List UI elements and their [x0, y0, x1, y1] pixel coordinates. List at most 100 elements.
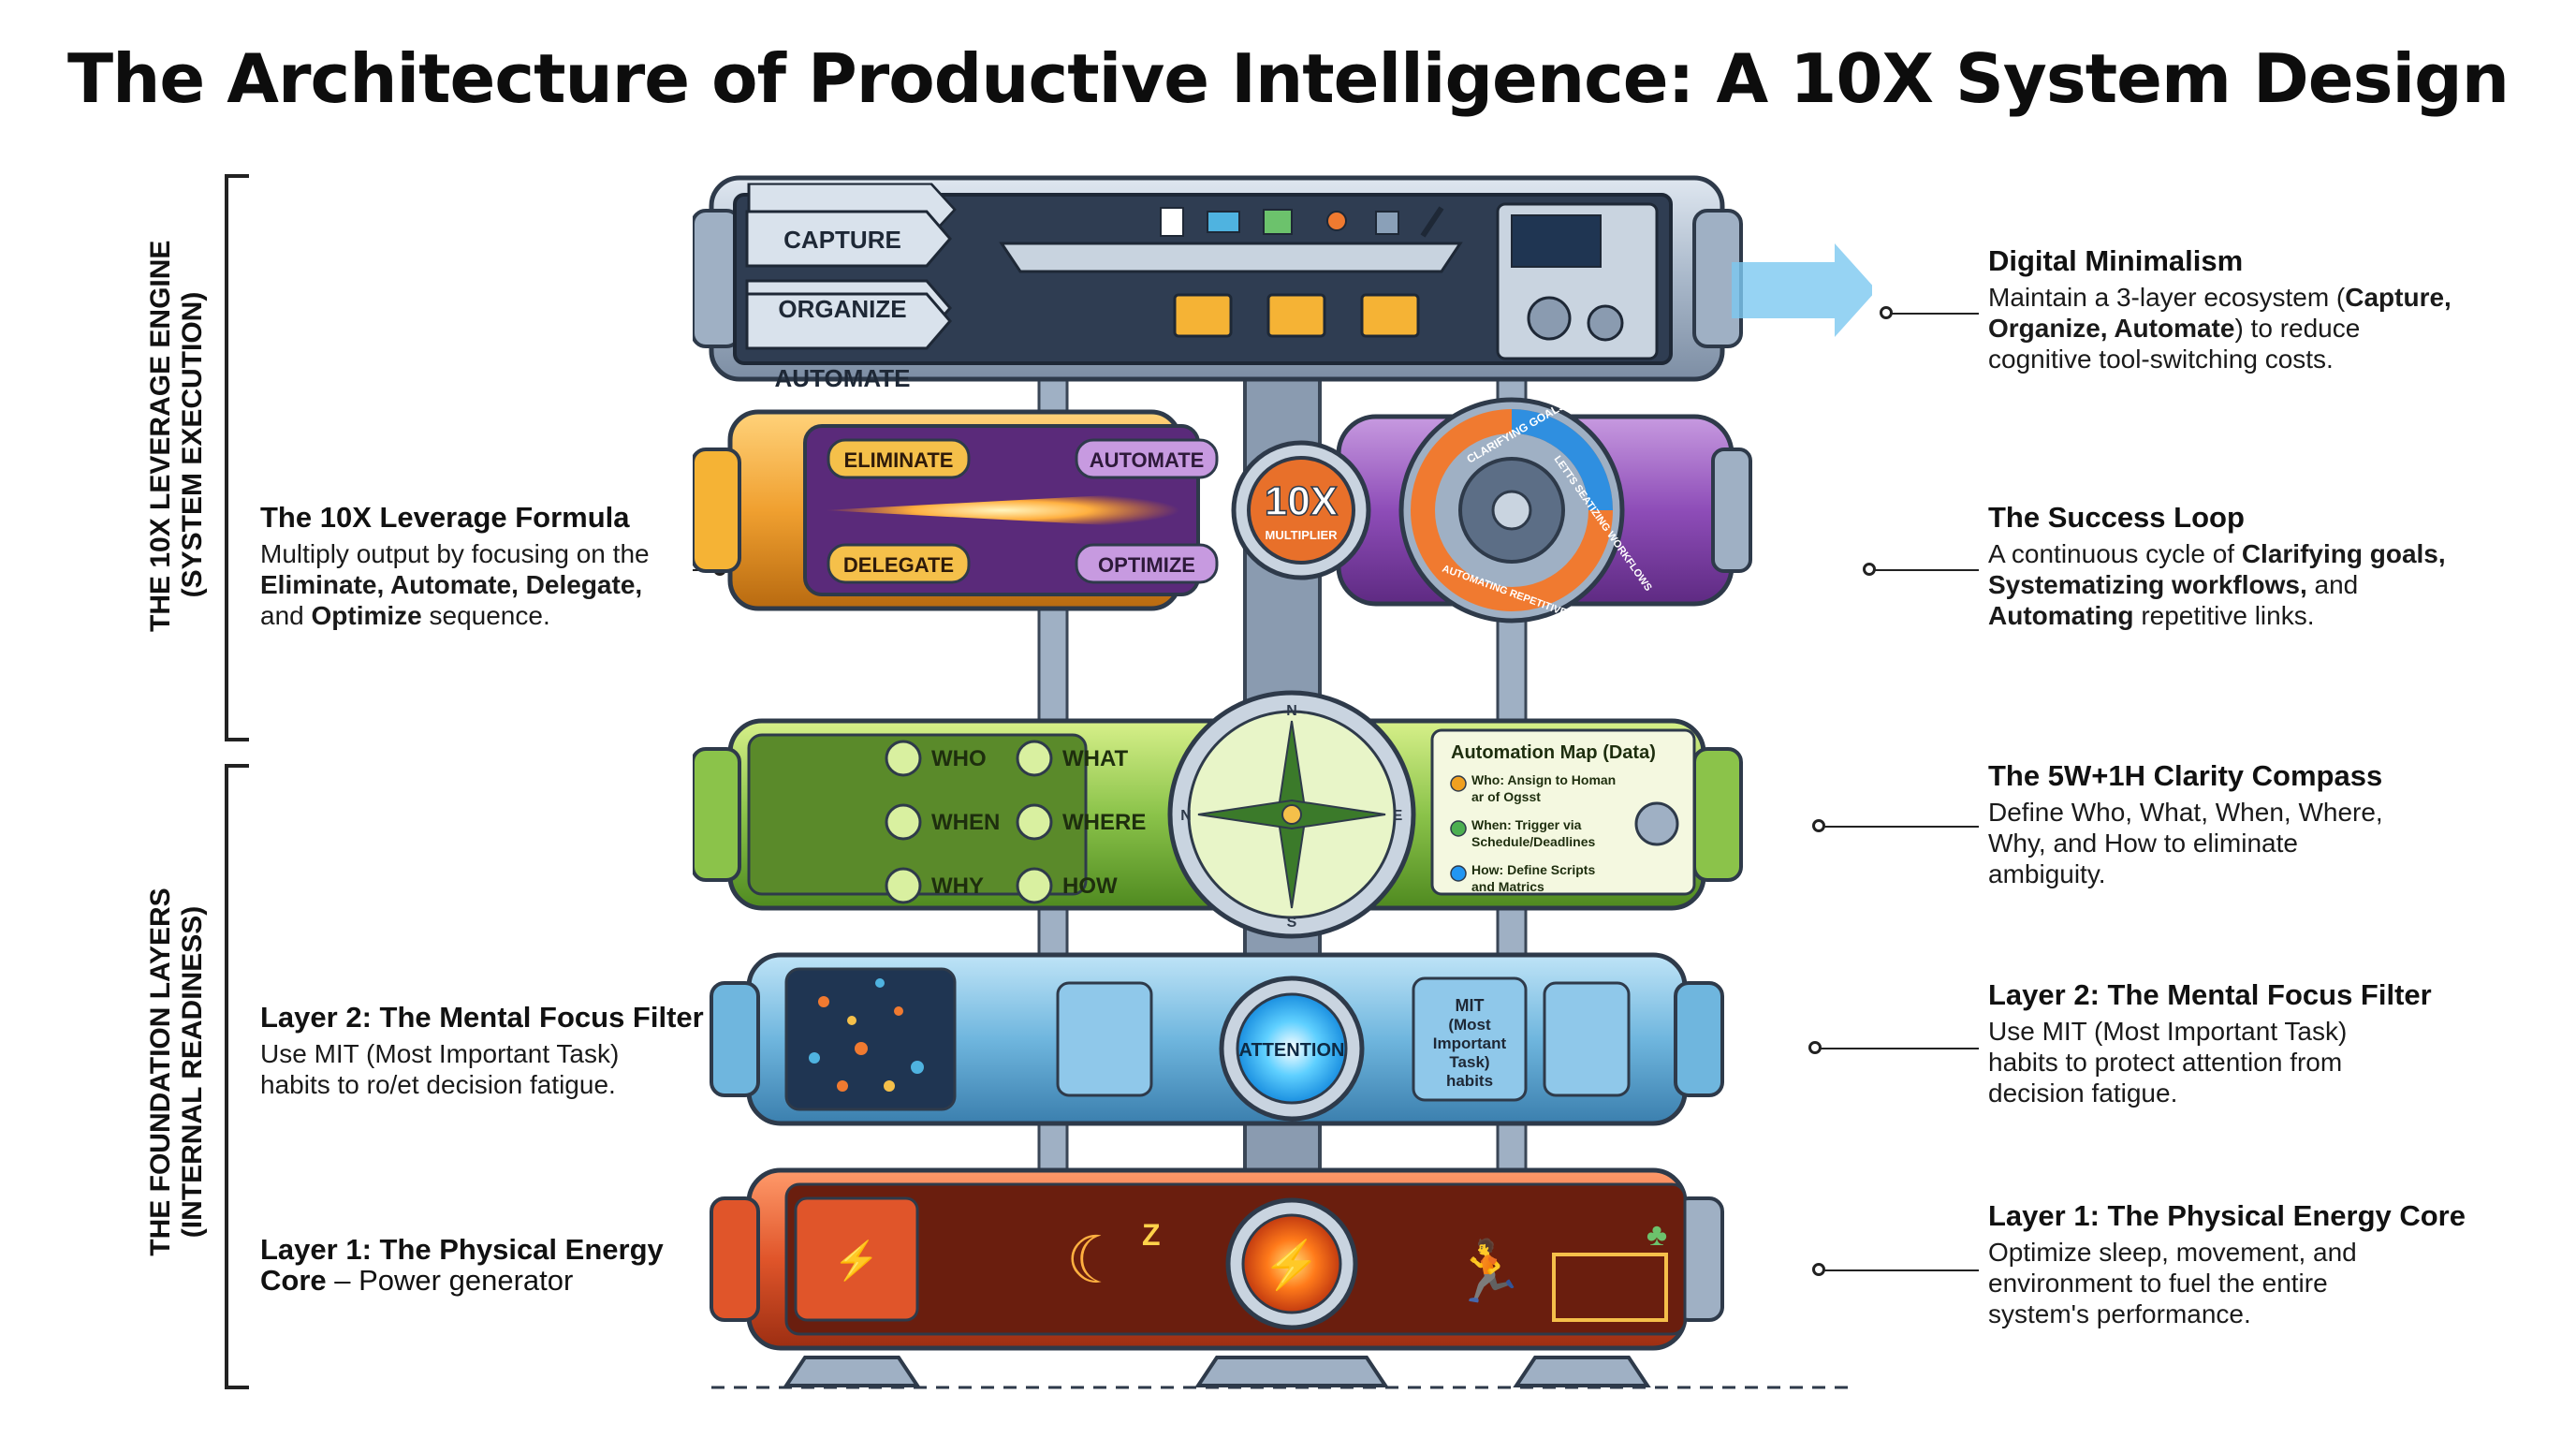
connector-line [1822, 1269, 1979, 1271]
compass-e: E [1393, 808, 1403, 824]
annotation-success-loop: The Success Loop A continuous cycle of C… [1988, 502, 2550, 631]
annotation-text: Use MIT (Most Important Task) [1988, 1017, 2348, 1046]
annotation-text: habits to protect attention from [1988, 1048, 2343, 1077]
why-icon [885, 867, 922, 904]
map-item-when-l1: When: Trigger via [1471, 817, 1582, 832]
hub-multiplier: MULTIPLIER [1265, 528, 1338, 542]
delegate-chip [827, 543, 971, 584]
annotation-title-line1: Layer 1: The Physical Energy [260, 1233, 664, 1266]
sleep-z-label: Z [1142, 1218, 1161, 1252]
compass-w: N [1180, 808, 1192, 824]
annotation-title: Layer 2: The Mental Focus Filter [260, 1001, 704, 1034]
what-label: WHAT [1062, 746, 1129, 771]
base-foot [1513, 1356, 1651, 1387]
foundation-label-line2: (INTERNAL READINESS) [177, 905, 208, 1239]
layer-digital-minimalism: CAPTURE ORGANIZE AUTOMATE [693, 175, 1872, 392]
foundation-bracket [225, 764, 249, 1389]
engine-label-line1: THE 10X LEVERAGE ENGINE [145, 240, 176, 632]
annotation-title: Layer 1: The Physical Energy Core [1988, 1199, 2466, 1232]
annotation-leverage-formula: The 10X Leverage Formula Multiply output… [260, 502, 710, 631]
eliminate-chip [827, 438, 971, 479]
annotation-bold: Clarifying goals, [2241, 539, 2446, 568]
annotation-bold: Organize, Automate [1988, 314, 2235, 343]
plant-icon: ♣ [1647, 1217, 1667, 1253]
connector-dot [1808, 1041, 1822, 1054]
base-foot [1194, 1356, 1389, 1387]
noise-chamber [784, 967, 957, 1111]
page-title: The Architecture of Productive Intellige… [67, 39, 2510, 118]
why-label: WHY [931, 873, 984, 899]
map-item-how-l1: How: Define Scripts [1471, 862, 1595, 877]
annotation-text: Maintain a 3-layer ecosystem ( [1988, 283, 2346, 312]
annotation-title: The 5W+1H Clarity Compass [1988, 759, 2383, 792]
screen-icon [1511, 214, 1602, 268]
when-icon [885, 803, 922, 841]
folder-icon [1266, 293, 1326, 338]
compass-dial: N E N S [1167, 690, 1416, 939]
when-label: WHEN [931, 810, 1000, 835]
connector-line [1872, 569, 1979, 571]
engine-side-label: THE 10X LEVERAGE ENGINE (SYSTEM EXECUTIO… [145, 240, 211, 632]
gear-icon [1527, 296, 1572, 341]
annotation-text: environment to fuel the entire [1988, 1269, 2328, 1298]
annotation-title-line2: Core [260, 1264, 327, 1297]
annotation-text: habits to ro/et decision fatigue. [260, 1070, 616, 1099]
connector-line [1822, 826, 1979, 828]
automate-chip [1075, 438, 1219, 479]
mail-icon [1207, 211, 1240, 233]
annotation-bold: Capture, [2345, 283, 2452, 312]
sleep-moon-icon: ☾ [1066, 1224, 1125, 1297]
automation-map-title: Automation Map (Data) [1451, 742, 1656, 763]
annotation-digital-minimalism: Digital Minimalism Maintain a 3-layer ec… [1988, 245, 2550, 374]
annotation-text: and [260, 601, 304, 630]
connector-line [1889, 313, 1979, 315]
where-icon [1016, 803, 1053, 841]
map-item-who-l1: Who: Ansign to Homan [1471, 772, 1616, 787]
connector-dot [1812, 1263, 1825, 1276]
image-icon [1263, 209, 1293, 235]
delegate-label: DELEGATE [843, 553, 954, 577]
mit-line5: habits [1446, 1072, 1493, 1090]
energy-bolt-icon: ⚡ [1263, 1238, 1321, 1293]
gear-icon [1587, 304, 1624, 342]
engine-bracket [225, 174, 249, 741]
annotation-text: Define Who, What, When, Where, [1988, 798, 2383, 827]
connector-dot [1812, 819, 1825, 832]
map-item-who-l2: ar of Ogsst [1471, 789, 1541, 804]
annotation-bold: Automating [1988, 601, 2134, 630]
pen-icon [1420, 206, 1444, 238]
annotation-text: Why, and How to eliminate [1988, 829, 2298, 858]
annotation-bold: Systematizing workflows, [1988, 570, 2307, 599]
connector-dot [1880, 306, 1893, 319]
document-icon [1160, 207, 1184, 237]
annotation-focus-filter-right: Layer 2: The Mental Focus Filter Use MIT… [1988, 979, 2550, 1108]
annotation-clarity-compass: The 5W+1H Clarity Compass Define Who, Wh… [1988, 760, 2550, 889]
layer-leverage-engine: ELIMINATE AUTOMATE DELEGATE OPTIMIZE CLA… [693, 397, 1752, 630]
annotation-text: ambiguity. [1988, 859, 2106, 888]
grid-icon [1375, 211, 1399, 235]
who-label: WHO [931, 746, 987, 771]
annotation-title: Layer 2: The Mental Focus Filter [1988, 978, 2432, 1011]
annotation-title: Digital Minimalism [1988, 244, 2244, 277]
automate-tab-shape [745, 292, 952, 350]
hub-10x: 10X [1265, 478, 1338, 524]
optimize-label: OPTIMIZE [1098, 553, 1195, 577]
folder-icon [1360, 293, 1420, 338]
automate-label: AUTOMATE [1090, 448, 1205, 472]
annotation-bold: Eliminate, Automate, Delegate, [260, 570, 643, 599]
attention-label: ATTENTION [1239, 1040, 1345, 1061]
map-item-how-l2: and Matrics [1471, 879, 1544, 894]
annotation-title: The 10X Leverage Formula [260, 501, 630, 534]
engine-label-line2: (SYSTEM EXECUTION) [177, 291, 208, 598]
annotation-text: Use MIT (Most Important Task) [260, 1039, 620, 1068]
annotation-text: and [2314, 570, 2359, 599]
optimize-chip [1075, 543, 1219, 584]
mit-line4: Task) [1449, 1053, 1489, 1071]
mit-line3: Important [1433, 1034, 1507, 1052]
location-icon [1326, 211, 1347, 231]
automate-label: AUTOMATE [775, 364, 911, 392]
foundation-label-line1: THE FOUNDATION LAYERS [145, 888, 176, 1256]
layer-physical-energy-core: ⚡ ☾ Z ⚡ 🏃 ♣ [710, 1167, 1724, 1351]
